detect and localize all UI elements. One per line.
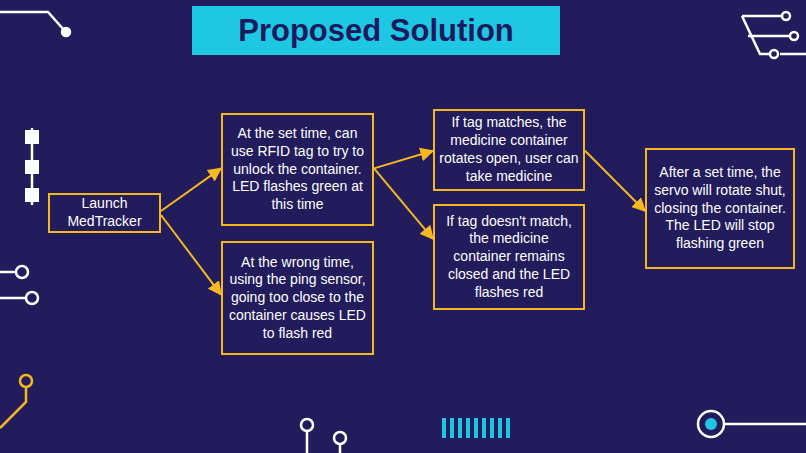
box-text: At the wrong time, using the ping sensor… [227,254,368,343]
title-banner: Proposed Solution [192,6,560,55]
arrow-connector [374,151,433,169]
process-box: At the set time, can use RFID tag to try… [221,113,374,226]
box-text: If tag matches, the medicine container r… [439,114,579,185]
box-text-group: After a set time, the servo will rotate … [651,164,789,253]
arrow-connector [585,151,645,211]
process-box: After a set time, the servo will rotate … [645,148,795,269]
box-text-group: If tag matches, the medicine container r… [439,114,579,185]
box-text-group: At the set time, can use RFID tag to try… [227,125,368,214]
arrow-connector [374,168,433,239]
arrow-connector [161,215,221,295]
process-box: Launch MedTracker [48,193,161,233]
box-text-group: If tag doesn't match, the medicine conta… [439,213,579,302]
arrow-connector [161,168,221,211]
process-box: If tag matches, the medicine container r… [433,109,585,191]
box-text: After a set time, the servo will rotate … [651,164,789,253]
box-text-group: Launch MedTracker [54,195,155,231]
process-box: At the wrong time, using the ping sensor… [221,241,374,355]
box-text: Launch MedTracker [54,195,155,231]
box-text-group: At the wrong time, using the ping sensor… [227,254,368,343]
box-text: If tag doesn't match, the medicine conta… [439,213,579,302]
box-text: At the set time, can use RFID tag to try… [227,125,368,214]
process-box: If tag doesn't match, the medicine conta… [433,204,585,310]
